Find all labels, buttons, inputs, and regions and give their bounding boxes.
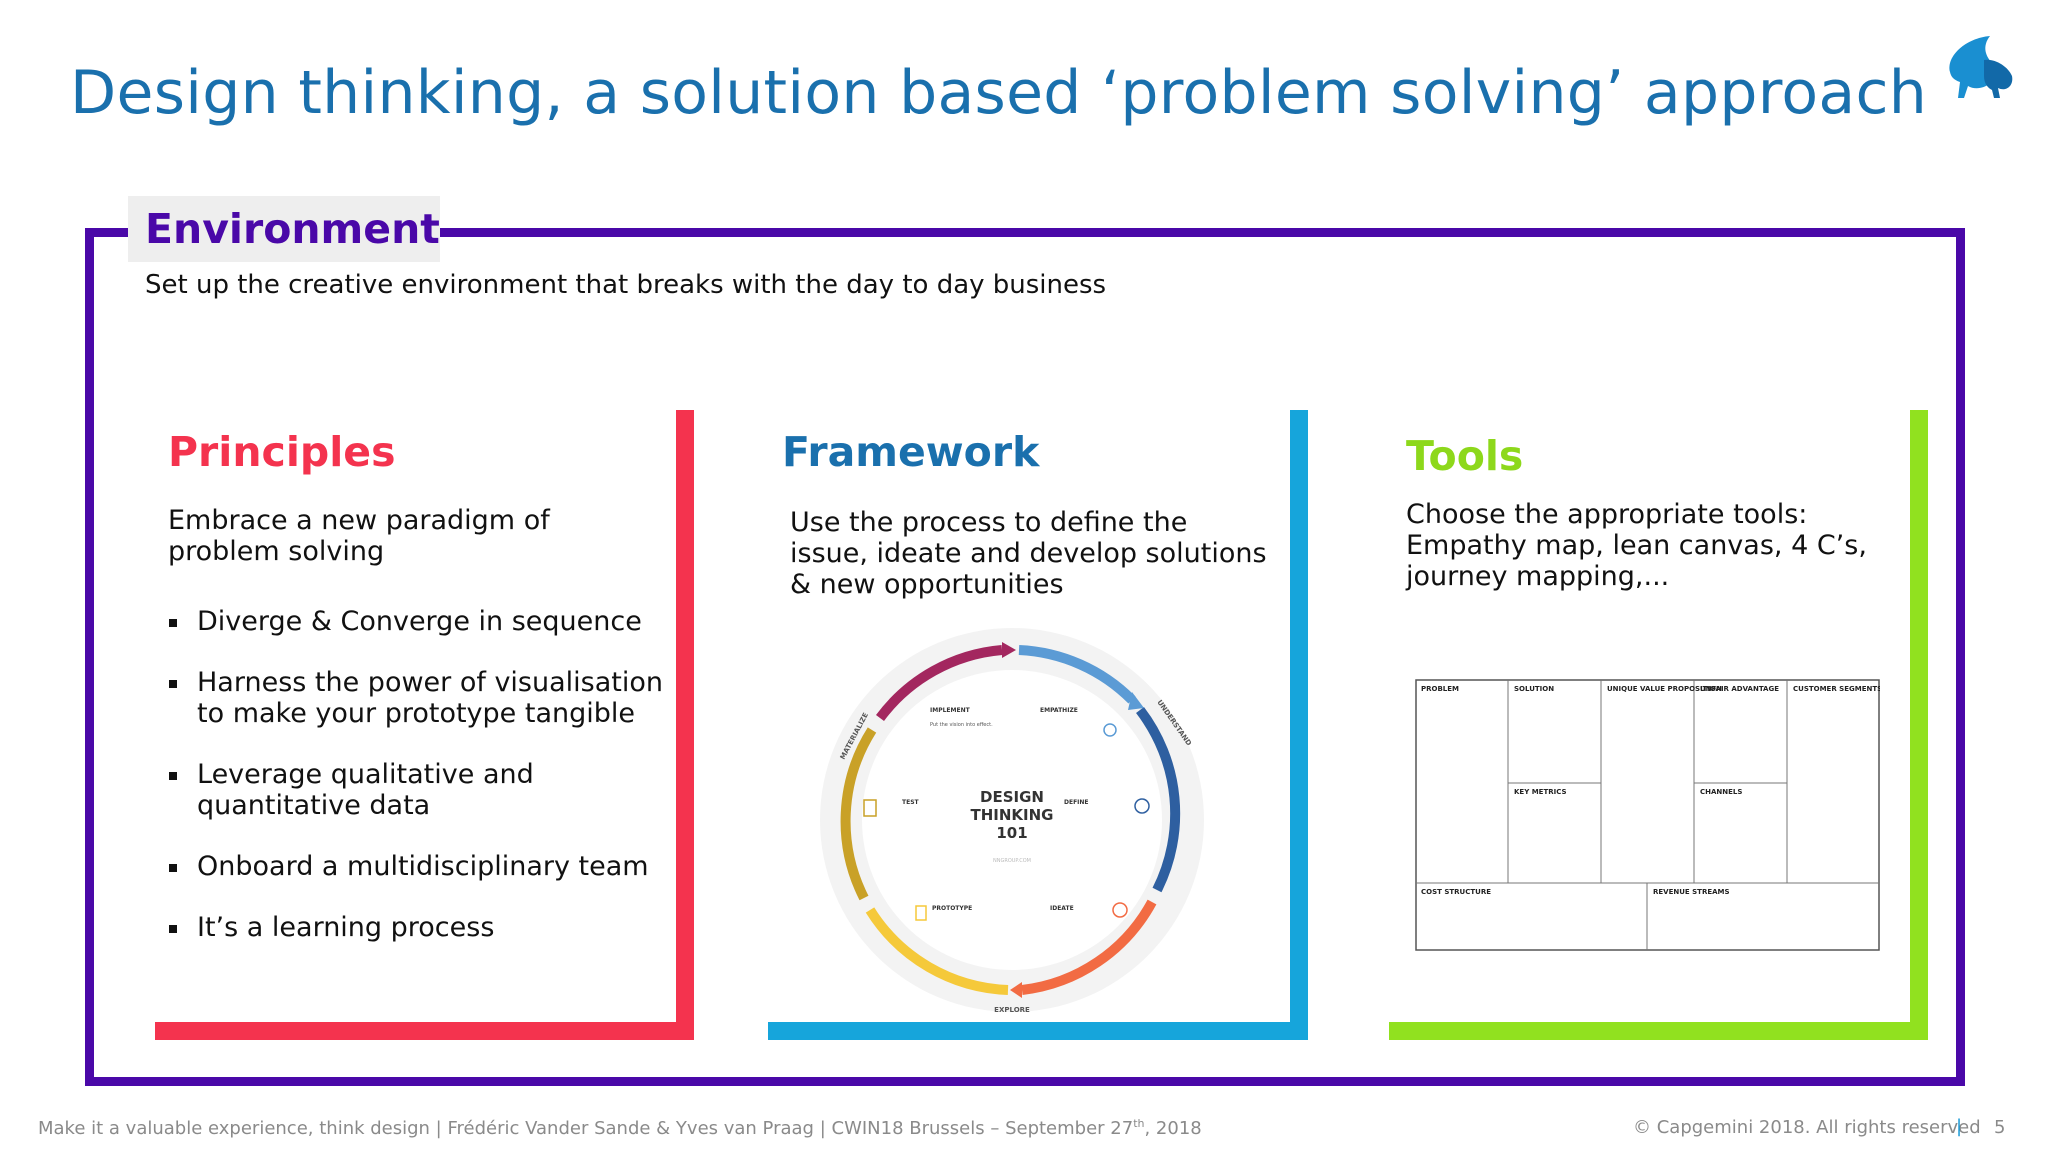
canvas-problem: PROBLEM: [1421, 685, 1459, 693]
slide-title: Design thinking, a solution based ‘probl…: [70, 58, 1928, 128]
wheel-center-site: NNGROUP.COM: [993, 858, 1031, 864]
canvas-cost: COST STRUCTURE: [1421, 888, 1491, 896]
tools-intro: Choose the appropriate tools: Empathy ma…: [1406, 499, 1867, 592]
bullet-icon: [169, 864, 177, 872]
footer-left-sup: th: [1133, 1117, 1145, 1130]
bullet-icon: [169, 772, 177, 780]
phase-ideate-label: IDEATE: [1050, 905, 1074, 912]
environment-label-background: [128, 196, 440, 262]
list-item: Diverge & Converge in sequence: [168, 606, 668, 637]
canvas-uvp: UNIQUE VALUE PROPOSITION: [1607, 685, 1722, 693]
canvas-key-metrics: KEY METRICS: [1514, 788, 1567, 796]
test-arc: [840, 727, 877, 901]
principles-list: Diverge & Converge in sequence Harness t…: [168, 606, 668, 973]
bullet-icon: [169, 619, 177, 627]
phase-define-label: DEFINE: [1064, 799, 1089, 806]
footer-left-main: Make it a valuable experience, think des…: [38, 1118, 1134, 1139]
framework-vertical-bar: [1290, 410, 1308, 1040]
environment-frame: [85, 228, 1965, 1086]
framework-intro: Use the process to define the issue, ide…: [790, 507, 1267, 600]
bullet-icon: [169, 925, 177, 933]
phase-implement-desc: Put the vision into effect.: [930, 722, 993, 728]
tools-horizontal-bar: [1389, 1022, 1928, 1040]
phase-test-label: TEST: [902, 799, 920, 806]
list-item-text: Onboard a multidisciplinary team: [197, 851, 649, 882]
framework-horizontal-bar: [768, 1022, 1308, 1040]
footer-left: Make it a valuable experience, think des…: [38, 1117, 1202, 1139]
lean-canvas-image: PROBLEM SOLUTION UNIQUE VALUE PROPOSITIO…: [1415, 679, 1880, 951]
list-item: Onboard a multidisciplinary team: [168, 851, 668, 882]
wheel-inner-disc: [862, 670, 1162, 970]
empathize-arc: [1018, 645, 1136, 704]
lightbulb-icon: [1112, 902, 1128, 918]
principles-vertical-bar: [676, 410, 694, 1040]
checklist-icon: [863, 799, 877, 817]
arc-label-explore: EXPLORE: [994, 1006, 1030, 1014]
tools-vertical-bar: [1910, 410, 1928, 1040]
list-item: Leverage qualitative and quantitative da…: [168, 759, 668, 821]
arrow-icon: [1010, 982, 1022, 998]
tool-icon: [915, 905, 927, 921]
list-item: Harness the power of visualisation to ma…: [168, 667, 668, 729]
define-arc: [1136, 706, 1181, 893]
principles-title: Principles: [168, 428, 396, 476]
canvas-revenue: REVENUE STREAMS: [1653, 888, 1730, 896]
arrow-icon: [1128, 692, 1144, 710]
tools-title: Tools: [1406, 432, 1524, 480]
page-number: 5: [1994, 1117, 2006, 1138]
principles-intro: Embrace a new paradigm of problem solvin…: [168, 505, 550, 567]
ideate-arc: [1021, 899, 1157, 995]
canvas-unfair: UNFAIR ADVANTAGE: [1700, 685, 1779, 693]
list-item: It’s a learning process: [168, 912, 668, 943]
user-icon: [1103, 723, 1117, 737]
phase-prototype-label: PROTOTYPE: [932, 905, 972, 912]
magnifier-icon: [1134, 798, 1150, 814]
wheel-center-line3: 101: [996, 824, 1027, 842]
footer-left-end: , 2018: [1144, 1118, 1202, 1139]
framework-title: Framework: [782, 428, 1040, 476]
wheel-center-line1: DESIGN: [980, 788, 1044, 806]
canvas-segments: CUSTOMER SEGMENTS: [1793, 685, 1880, 693]
implement-arc: [875, 645, 1003, 721]
list-item-text: It’s a learning process: [197, 912, 495, 943]
list-item-text: Diverge & Converge in sequence: [197, 606, 642, 637]
wheel-center-line2: THINKING: [971, 806, 1054, 824]
phase-empathize-label: EMPATHIZE: [1040, 707, 1078, 714]
spade-logo-icon: [1949, 36, 2013, 98]
footer-copyright: © Capgemini 2018. All rights reserved: [1633, 1117, 1981, 1138]
canvas-channels: CHANNELS: [1700, 788, 1742, 796]
design-thinking-wheel: DESIGN THINKING 101 NNGROUP.COM IMPLEMEN…: [820, 628, 1204, 1014]
list-item-text: Leverage qualitative and quantitative da…: [197, 759, 534, 821]
principles-horizontal-bar: [155, 1022, 694, 1040]
canvas-solution: SOLUTION: [1514, 685, 1554, 693]
prototype-arc: [865, 907, 1009, 995]
footer-separator: |: [1956, 1116, 1963, 1137]
list-item-text: Harness the power of visualisation to ma…: [197, 667, 663, 729]
bullet-icon: [169, 680, 177, 688]
phase-implement-label: IMPLEMENT: [930, 707, 971, 714]
environment-description: Set up the creative environment that bre…: [145, 270, 1107, 300]
environment-title: Environment: [145, 205, 440, 253]
arrow-icon: [1002, 642, 1016, 658]
